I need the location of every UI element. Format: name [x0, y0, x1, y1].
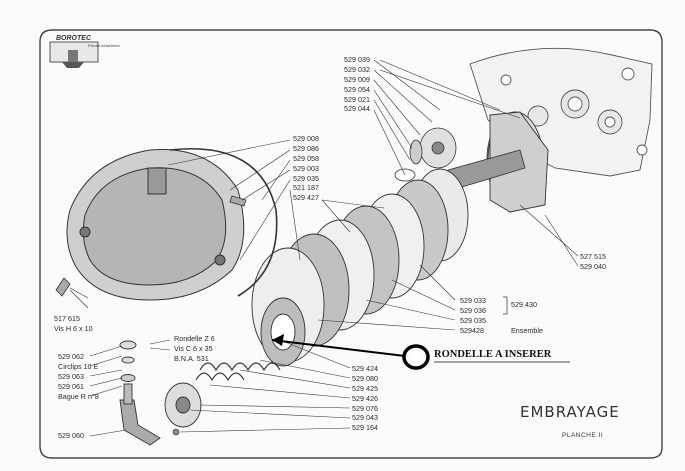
clutch-plates: [251, 168, 469, 367]
kick-lever: [119, 340, 161, 446]
part-label: 529 054: [344, 84, 370, 94]
clutch-cover: [66, 149, 245, 301]
logo-brand: BOROTEC: [56, 35, 91, 42]
part-label: Circlips 10 E: [58, 361, 99, 371]
leader-lines: [69, 59, 579, 437]
sheet-title: EMBRAYAGE: [520, 403, 620, 421]
sheet-frame: [39, 29, 663, 459]
label-column-bottom: 529 424 529 080 529 425 529 426 529 076 …: [352, 364, 378, 433]
part-label: 529 086: [293, 143, 319, 153]
label-column-right: 527 515 529 040: [580, 252, 606, 272]
insert-washer-arrow: [271, 334, 430, 370]
small-washer: [172, 428, 180, 436]
part-label: 529 061: [58, 381, 84, 391]
insert-washer-notice: RONDELLE A INSERER: [434, 349, 552, 360]
part-label-529060: 529 060: [58, 431, 84, 440]
small-gear-parts: [394, 127, 457, 182]
part-label: 529 032: [344, 64, 370, 74]
part-label: 529 043: [352, 413, 378, 423]
part-label: 529 009: [344, 74, 370, 84]
gasket: [169, 148, 278, 297]
label-column-washer-group: Rondelle Z 6 Vis C 6 x 35 B.N.A. 531: [174, 334, 215, 364]
part-label: Vis C 6 x 35: [174, 343, 213, 353]
part-label: 529 080: [352, 373, 378, 383]
part-label: 529 036: [460, 305, 486, 315]
group-bracket: [503, 296, 508, 315]
part-label: 527 515: [580, 252, 606, 261]
clutch-springs: [195, 362, 281, 382]
part-label: 521 187: [293, 183, 319, 193]
arm-bolt: [229, 195, 247, 207]
ensemble-label: Ensemble: [511, 326, 543, 335]
label-column-top: 529 039 529 032 529 009 529 054 529 021 …: [344, 55, 370, 114]
part-label: 529 427: [293, 193, 319, 203]
part-label: B.N.A. 531: [174, 353, 209, 363]
part-label: 529 062: [58, 352, 84, 361]
part-label: 529 164: [352, 423, 378, 433]
part-label: 529 058: [293, 153, 319, 163]
plate-number: PLANCHE II: [562, 432, 604, 439]
logo-tagline: Pièces détachées: [88, 43, 120, 48]
part-label: 529 063: [58, 371, 84, 381]
screw-517615: [55, 277, 71, 297]
pressure-plate: [164, 382, 202, 428]
part-label: Rondelle Z 6: [174, 334, 215, 343]
part-label: 529 040: [580, 261, 606, 271]
part-label: 529 424: [352, 364, 378, 373]
label-column-upper-left: 529 008 529 086 529 058 529 003 529 035 …: [293, 134, 319, 203]
label-column-left-bottom: 529 062 Circlips 10 E 529 063 529 061 Ba…: [58, 352, 99, 401]
part-label: Bague R n°8: [58, 391, 99, 401]
part-label: 529 039: [344, 55, 370, 64]
part-label: 529 076: [352, 403, 378, 413]
group-ref-label: 529 430: [511, 300, 537, 309]
part-label: 529 033: [460, 296, 486, 305]
part-label: 517 615: [54, 314, 80, 323]
label-column-right-middle: 529 033 529 036 529 035 529428: [460, 296, 486, 336]
brand-logo: [49, 41, 99, 68]
part-label: Vis H 6 x 10: [54, 323, 93, 333]
part-label: 529 035: [460, 315, 486, 325]
part-label: 529 008: [293, 134, 319, 143]
part-label: 529 044: [344, 104, 370, 114]
part-label: 529 426: [352, 393, 378, 403]
part-label: 529 021: [344, 94, 370, 104]
label-column-left-screw: 517 615 Vis H 6 x 10: [54, 314, 93, 334]
part-label: 529 035: [293, 173, 319, 183]
part-label: 529 425: [352, 383, 378, 393]
part-label: 529 003: [293, 163, 319, 173]
part-label: 529428: [460, 325, 484, 335]
